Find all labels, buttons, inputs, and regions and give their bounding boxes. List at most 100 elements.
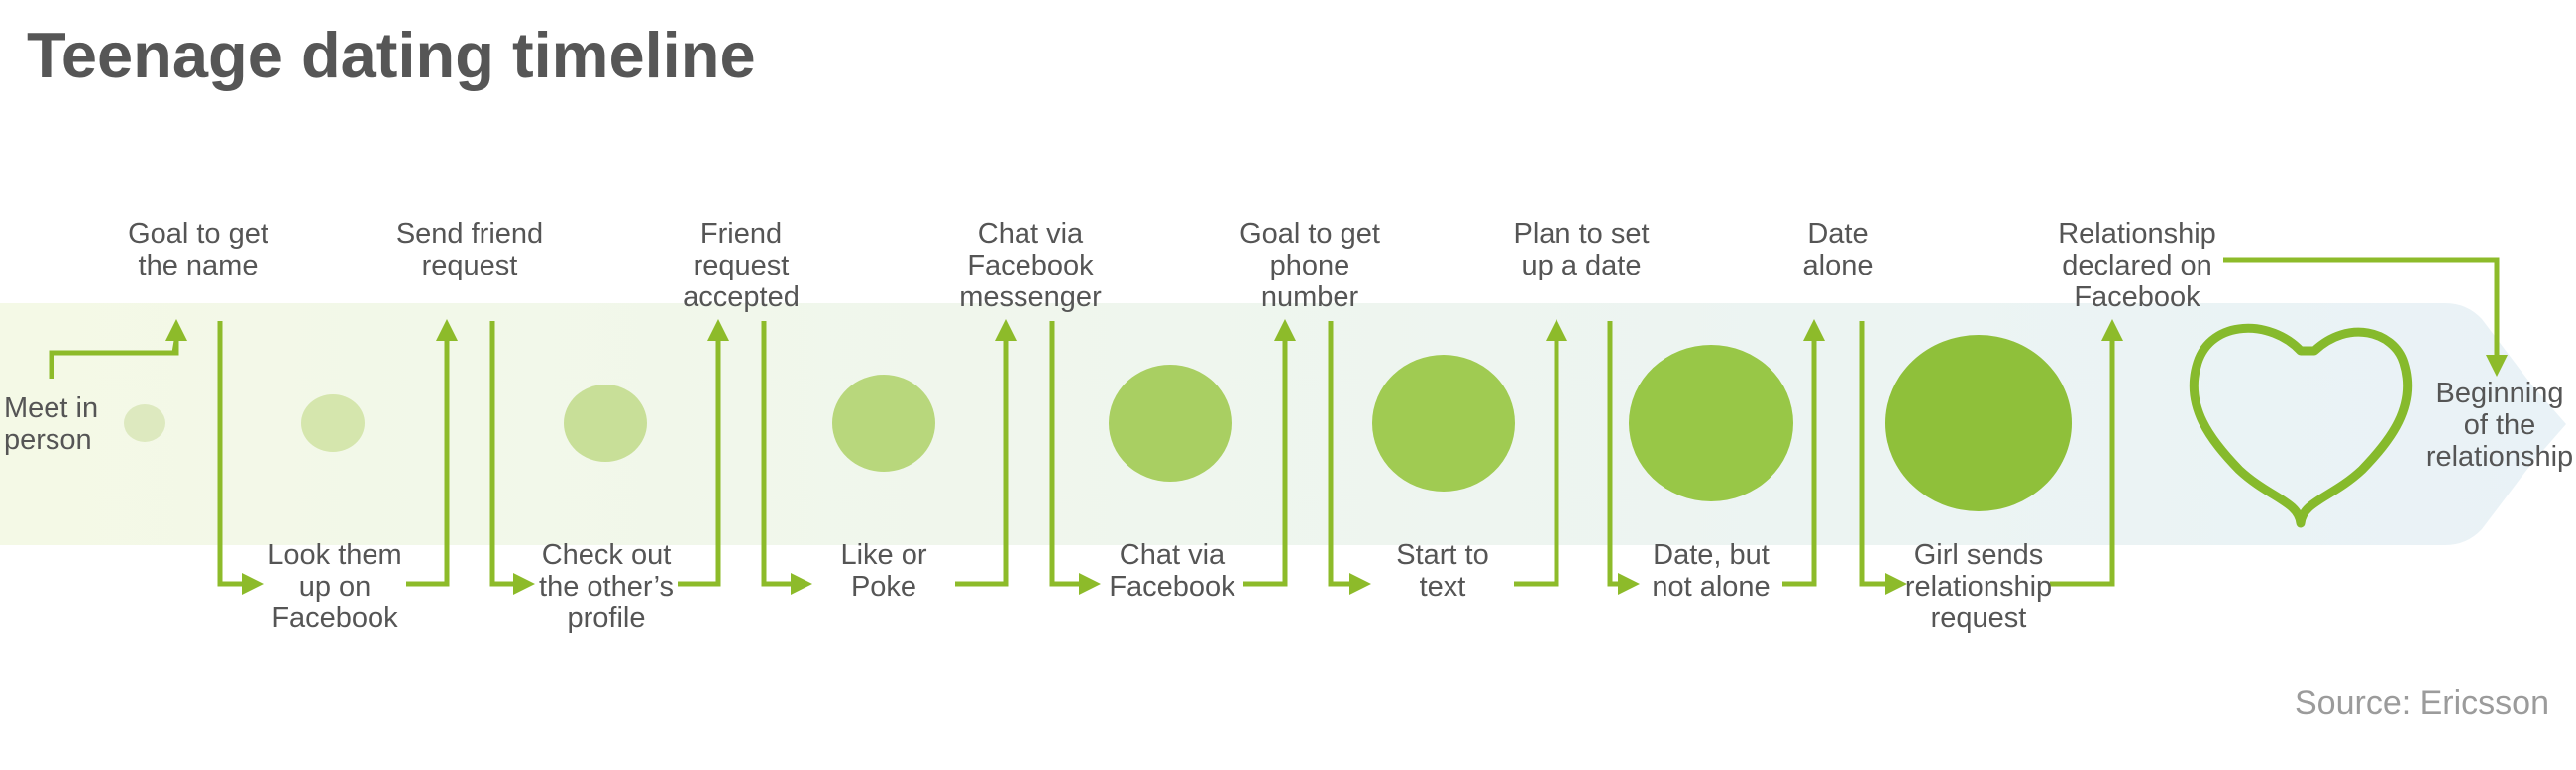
- progress-circle: [301, 394, 365, 452]
- bottom-step-label-line: Girl sends: [1914, 539, 2044, 571]
- bottom-step-label-line: up on: [299, 571, 372, 603]
- up-arrow: [1546, 319, 1567, 341]
- start-label-line: Meet in: [4, 392, 98, 424]
- bottom-step-label-line: request: [1931, 603, 2027, 634]
- top-step-label-line: Friend: [700, 218, 782, 250]
- bottom-step-label-line: profile: [568, 603, 646, 634]
- connector-lines: [49, 257, 2500, 587]
- top-step-label-line: Send friend: [396, 218, 543, 250]
- end-arrow: [2486, 355, 2508, 377]
- top-step-label-line: Relationship: [2058, 218, 2216, 250]
- heart-icon: [2189, 323, 2413, 528]
- right-arrow: [1349, 573, 1371, 595]
- down-connector: [1328, 321, 1355, 587]
- top-step-label-line: number: [1261, 281, 1359, 313]
- up-connector: [678, 339, 721, 587]
- page-title: Teenage dating timeline: [27, 19, 756, 91]
- top-step-label-line: request: [694, 250, 790, 281]
- top-step-label-line: request: [422, 250, 518, 281]
- down-connector: [217, 321, 248, 587]
- right-arrow: [1618, 573, 1640, 595]
- end-label-line: Beginning: [2436, 378, 2564, 409]
- top-step-label-line: Chat via: [978, 218, 1084, 250]
- up-connector: [1243, 339, 1288, 587]
- progress-circle: [1885, 335, 2072, 511]
- bottom-step-label-line: Poke: [851, 571, 916, 603]
- right-arrow: [242, 573, 264, 595]
- progress-circles: [124, 335, 2072, 511]
- arrowheads: [165, 319, 2508, 595]
- bottom-step-label-line: Facebook: [271, 603, 398, 634]
- bottom-step-label-line: Date, but: [1653, 539, 1770, 571]
- up-connector: [2050, 339, 2115, 587]
- bottom-step-label-line: Look them: [268, 539, 401, 571]
- progress-circle: [124, 404, 165, 442]
- top-step-label-line: Goal to get: [1239, 218, 1380, 250]
- top-step-label-line: phone: [1270, 250, 1350, 281]
- bottom-step-label-line: not alone: [1652, 571, 1770, 603]
- source-note: Source: Ericsson: [2295, 684, 2549, 721]
- start-connector-line: [49, 339, 179, 379]
- down-connector: [1049, 321, 1085, 587]
- up-connector: [955, 339, 1009, 587]
- bottom-step-label-line: Check out: [542, 539, 672, 571]
- down-connector: [761, 321, 797, 587]
- up-arrow: [436, 319, 458, 341]
- top-step-label-line: Date: [1807, 218, 1868, 250]
- top-step-label-line: Goal to get: [128, 218, 268, 250]
- up-connector: [1514, 339, 1559, 587]
- bottom-step-label-line: Chat via: [1120, 539, 1226, 571]
- right-arrow: [791, 573, 812, 595]
- right-arrow: [1079, 573, 1101, 595]
- up-connector: [406, 339, 450, 587]
- up-arrow: [707, 319, 729, 341]
- progress-circle: [832, 375, 935, 472]
- end-label-line: of the: [2464, 409, 2536, 441]
- progress-circle: [1109, 365, 1232, 482]
- progress-circle: [1372, 355, 1515, 492]
- top-step-label-line: Facebook: [2074, 281, 2200, 313]
- bottom-step-label-line: Like or: [840, 539, 926, 571]
- up-arrow: [1803, 319, 1825, 341]
- right-arrow: [1885, 573, 1907, 595]
- end-label-line: relationship: [2426, 441, 2573, 473]
- top-step-label-line: Facebook: [967, 250, 1094, 281]
- top-step-label-line: Plan to set: [1513, 218, 1649, 250]
- bottom-step-label-line: Start to: [1396, 539, 1489, 571]
- end-connector: [2223, 257, 2500, 359]
- up-arrow: [995, 319, 1017, 341]
- progress-circle: [1629, 345, 1793, 501]
- up-connector: [1782, 339, 1817, 587]
- top-step-label-line: up a date: [1522, 250, 1642, 281]
- up-arrow: [2101, 319, 2123, 341]
- bottom-step-label-line: Facebook: [1109, 571, 1235, 603]
- start-label-line: person: [4, 424, 92, 456]
- bottom-step-label-line: relationship: [1905, 571, 2052, 603]
- bottom-step-label-line: the other’s: [539, 571, 674, 603]
- progress-circle: [564, 385, 647, 462]
- up-arrow: [1274, 319, 1296, 341]
- bottom-step-label-line: text: [1420, 571, 1466, 603]
- start-arrow: [165, 319, 187, 341]
- top-step-label-line: declared on: [2062, 250, 2212, 281]
- top-step-label-line: accepted: [683, 281, 800, 313]
